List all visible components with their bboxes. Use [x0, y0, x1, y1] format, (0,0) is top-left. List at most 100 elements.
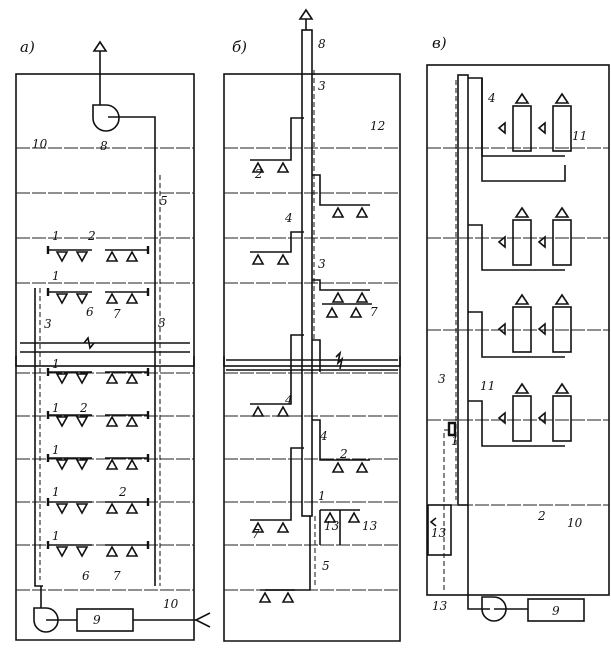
label: 3: [318, 257, 326, 271]
supply-diffuser-icon: [251, 405, 265, 417]
building-frame: [15, 356, 195, 641]
label: 4: [319, 429, 328, 443]
valve-icon: [497, 411, 506, 425]
exhaust-duct: [265, 516, 311, 591]
valve-icon: [537, 411, 546, 425]
label: 10: [567, 516, 583, 530]
branch-duct: [312, 419, 370, 461]
building-frame: [223, 356, 401, 642]
exhaust-grille-icon: [55, 293, 69, 305]
air-outlet-arrow-icon: [554, 293, 570, 305]
label: 7: [113, 307, 121, 321]
exhaust-grille-icon: [55, 503, 69, 515]
main-exhaust-riser: [301, 29, 313, 517]
supply-diffuser-icon: [105, 458, 119, 470]
room: [427, 504, 452, 556]
label: 1: [451, 434, 459, 448]
label: в): [432, 34, 447, 52]
air-outlet-arrow-icon: [554, 92, 570, 104]
valve-icon: [537, 121, 546, 135]
gas-water-heater: [552, 219, 572, 266]
gas-water-heater: [512, 105, 532, 152]
supply-diffuser-icon: [251, 521, 265, 533]
supply-diffuser-icon: [105, 415, 119, 427]
exhaust-grille-icon: [75, 503, 89, 515]
label: 8: [100, 139, 108, 153]
label: 6: [82, 569, 90, 583]
break-mark-icon: [335, 350, 344, 370]
label: 2: [79, 401, 88, 415]
air-outlet-arrow-icon: [92, 40, 108, 52]
fire-damper-icon: [447, 421, 457, 437]
supply-diffuser-icon: [276, 161, 290, 173]
branch-duct: [250, 117, 304, 161]
supply-diffuser-icon: [276, 253, 290, 265]
supply-riser: [34, 288, 43, 587]
label: 10: [163, 597, 179, 611]
exhaust-duct: [108, 116, 156, 586]
branch-duct: [468, 224, 565, 271]
label: 1: [52, 529, 60, 543]
label: 1: [52, 269, 60, 283]
label: 9: [552, 604, 560, 618]
duct: [443, 429, 449, 590]
supply-duct: [467, 505, 490, 610]
exhaust-grille-icon: [55, 373, 69, 385]
exhaust-grille-icon: [75, 459, 89, 471]
break-line: [20, 342, 190, 353]
air-outlet-arrow-icon: [514, 382, 530, 394]
exhaust-grille-icon: [55, 459, 69, 471]
label: 2: [254, 167, 263, 181]
label: 7: [113, 569, 121, 583]
label: 1: [318, 489, 326, 503]
duct: [312, 339, 321, 372]
label: 2: [339, 447, 348, 461]
valve-icon: [497, 322, 506, 336]
label: 3: [44, 317, 52, 331]
supply-diffuser-icon: [105, 545, 119, 557]
exhaust-grille-icon: [55, 416, 69, 428]
duct: [429, 517, 437, 527]
label: б): [232, 38, 247, 56]
label: 3: [438, 372, 446, 386]
supply-diffuser-icon: [276, 521, 290, 533]
valve-icon: [537, 322, 546, 336]
exhaust-grille-icon: [75, 293, 89, 305]
branch-duct: [468, 311, 565, 358]
label: 7: [252, 527, 260, 541]
label: 5: [322, 559, 330, 573]
label: 11: [480, 379, 495, 393]
fan-icon: [33, 607, 59, 633]
label: 13: [431, 526, 447, 540]
branch-duct: [250, 334, 304, 405]
gas-water-heater: [552, 105, 572, 152]
supply-diffuser-icon: [281, 591, 295, 603]
supply-diffuser-icon: [331, 291, 345, 303]
air-outlet-arrow-icon: [554, 206, 570, 218]
label: 11: [572, 129, 587, 143]
air-handling-unit: [527, 598, 585, 622]
label: 6: [86, 305, 94, 319]
gas-water-heater: [552, 395, 572, 442]
label: 3: [318, 79, 326, 93]
supply-diffuser-icon: [251, 253, 265, 265]
air-handling-unit: [76, 608, 134, 632]
label: 9: [93, 613, 101, 627]
branch-duct: [312, 279, 370, 291]
supply-diffuser-icon: [125, 458, 139, 470]
label: 2: [118, 485, 127, 499]
label: 3: [158, 316, 166, 330]
fan-icon: [92, 104, 120, 132]
supply-diffuser-icon: [325, 306, 339, 318]
valve-icon: [497, 121, 506, 135]
label: 4: [284, 211, 293, 225]
air-outlet-arrow-icon: [514, 206, 530, 218]
exhaust-grille-icon: [55, 546, 69, 558]
fan-icon: [481, 596, 507, 622]
supply-diffuser-icon: [331, 461, 345, 473]
branch-duct: [250, 231, 304, 253]
air-outlet-arrow-icon: [298, 8, 314, 20]
branch-duct: [312, 174, 370, 206]
